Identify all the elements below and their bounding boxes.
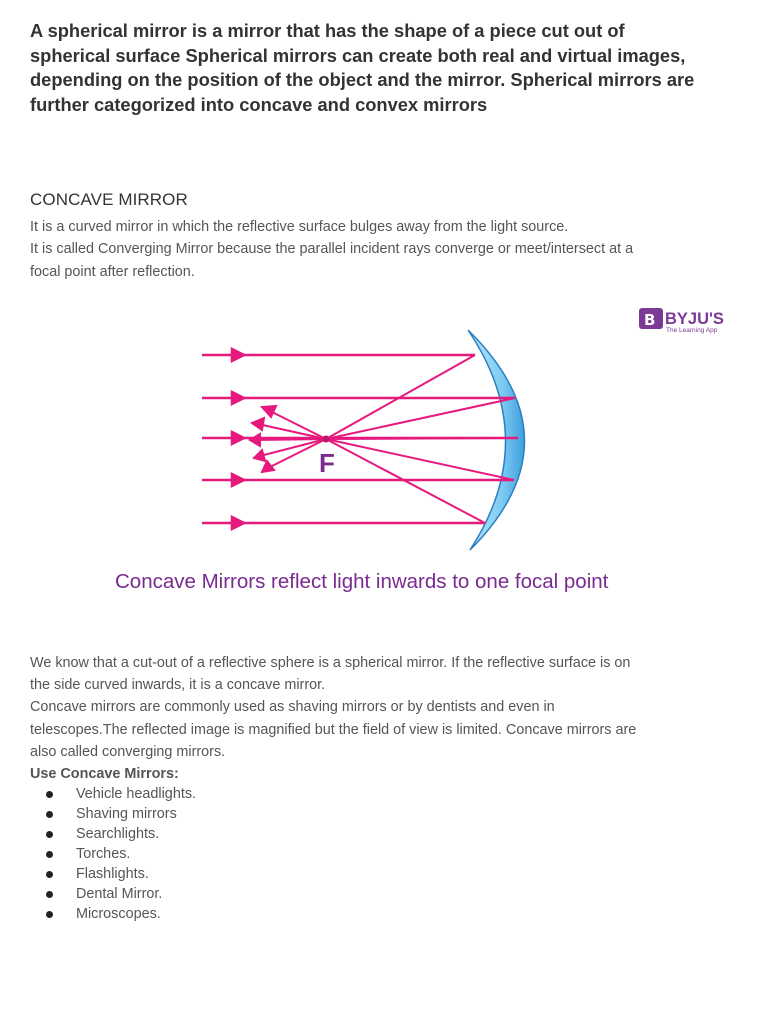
focal-point xyxy=(322,435,330,443)
list-item: Flashlights. xyxy=(30,865,746,885)
intro-paragraph: A spherical mirror is a mirror that has … xyxy=(30,19,746,117)
list-item: Shaving mirrors xyxy=(30,805,746,825)
bullet-icon xyxy=(46,870,53,878)
list-item: Vehicle headlights. xyxy=(30,785,746,805)
logo-tagline: The Learning App xyxy=(666,327,718,334)
body-line: Concave mirrors are commonly used as sha… xyxy=(30,699,555,716)
body-line: also called converging mirrors. xyxy=(30,743,226,760)
intro-line: further categorized into concave and con… xyxy=(30,93,488,115)
list-item: Searchlights. xyxy=(30,825,746,845)
list-item-label: Microscopes. xyxy=(76,905,161,922)
list-item-label: Shaving mirrors xyxy=(76,806,177,823)
list-item-label: Torches. xyxy=(76,845,131,862)
bullet-icon xyxy=(46,890,53,898)
uses-list: Vehicle headlights. Shaving mirrors Sear… xyxy=(30,785,746,924)
uses-title: Use Concave Mirrors: xyxy=(30,766,179,783)
logo-text: BYJU'S xyxy=(665,310,724,328)
body-line: telescopes.The reflected image is magnif… xyxy=(30,721,637,738)
bullet-icon xyxy=(46,791,53,799)
reflected-rays xyxy=(248,354,519,524)
logo-mark xyxy=(639,308,663,329)
bullet-icon xyxy=(46,811,53,819)
list-item-label: Flashlights. xyxy=(76,865,149,882)
body-text: We know that a cut-out of a reflective s… xyxy=(30,652,746,925)
body-line: the side curved inwards, it is a concave… xyxy=(30,677,326,694)
intro-line: A spherical mirror is a mirror that has … xyxy=(30,20,625,41)
list-item: Torches. xyxy=(30,845,746,865)
bullet-icon xyxy=(46,850,53,858)
list-item: Microscopes. xyxy=(30,905,746,925)
concave-mirror xyxy=(467,329,526,551)
figure-caption: Concave Mirrors reflect light inwards to… xyxy=(115,570,609,593)
bullet-icon xyxy=(46,831,53,839)
body-line: We know that a cut-out of a reflective s… xyxy=(30,655,631,671)
description-line: It is called Converging Mirror because t… xyxy=(30,241,634,258)
list-item: Dental Mirror. xyxy=(30,885,746,905)
description-line: It is a curved mirror in which the refle… xyxy=(30,219,569,235)
intro-line: spherical surface Spherical mirrors can … xyxy=(30,44,686,66)
intro-line: depending on the position of the object … xyxy=(30,69,695,90)
description-line: focal point after reflection. xyxy=(30,263,195,280)
bullet-icon xyxy=(46,910,53,918)
list-item-label: Dental Mirror. xyxy=(76,885,163,902)
concave-mirror-diagram: B BYJU'S The Learning App F xyxy=(115,308,724,593)
list-item-label: Vehicle headlights. xyxy=(76,786,197,803)
section-heading: CONCAVE MIRROR xyxy=(30,190,188,209)
logo-mark-letter: B xyxy=(644,311,655,329)
byjus-logo: B BYJU'S The Learning App xyxy=(639,308,724,334)
section-description: It is a curved mirror in which the refle… xyxy=(30,216,746,283)
focal-label: F xyxy=(319,448,335,478)
list-item-label: Searchlights. xyxy=(76,826,160,843)
